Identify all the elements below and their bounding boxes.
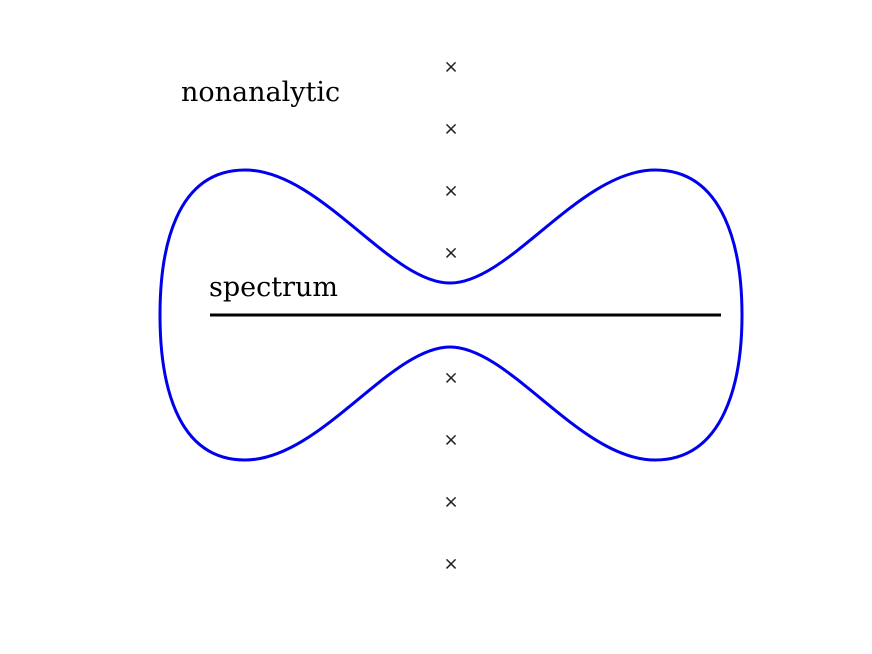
pole-marker: ×	[443, 554, 458, 575]
pole-marker: ×	[443, 119, 458, 140]
pole-marker: ×	[443, 430, 458, 451]
pole-marker: ×	[443, 492, 458, 513]
spectrum-label: spectrum	[209, 272, 338, 303]
nonanalytic-label: nonanalytic	[181, 77, 340, 108]
pole-marker: ×	[443, 57, 458, 78]
integration-contour	[158, 168, 744, 462]
pole-marker: ×	[443, 368, 458, 389]
pole-marker: ×	[443, 243, 458, 264]
pole-marker: ×	[443, 181, 458, 202]
